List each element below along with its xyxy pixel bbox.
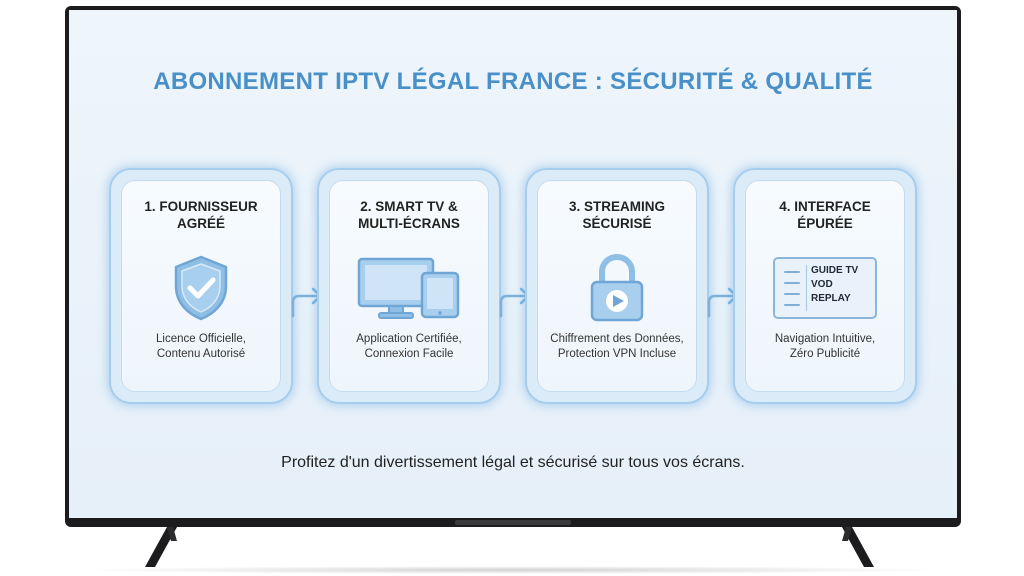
tv-stand-leg-right (842, 527, 874, 567)
guide-label-guide-tv: GUIDE TV (811, 265, 859, 276)
tv-guide-panel: GUIDE TV VOD REPLAY (773, 257, 877, 319)
step-3-title-line1: 3. STREAMING (568, 199, 665, 214)
step-4-title: 4. INTERFACE ÉPURÉE (735, 198, 915, 232)
tv-frame: ABONNEMENT IPTV LÉGAL FRANCE : SÉCURITÉ … (65, 6, 961, 527)
step-2-title-line1: 2. SMART TV & (360, 199, 458, 214)
lock-play-icon (527, 252, 707, 324)
guide-label-replay: REPLAY (811, 293, 851, 304)
step-3-desc-line2: Protection VPN Incluse (557, 348, 677, 360)
step-3-desc-line1: Chiffrement des Données, (550, 333, 684, 345)
step-4-title-line2: ÉPURÉE (797, 216, 853, 231)
step-2-description: Application Certifiée, Connexion Facile (319, 332, 499, 362)
step-3-title-line2: SÉCURISÉ (582, 216, 652, 231)
tagline: Profitez d'un divertissement légal et sé… (281, 454, 745, 471)
step-1-description: Licence Officielle, Contenu Autorisé (111, 332, 291, 362)
step-card-2: 2. SMART TV & MULTI-ÉCRANS Application C… (317, 168, 501, 404)
step-1-title-line1: 1. FOURNISSEUR (144, 199, 258, 214)
step-card-3: 3. STREAMING SÉCURISÉ Chiffrement des Do… (525, 168, 709, 404)
tv-shadow (75, 566, 951, 574)
guide-labels: GUIDE TV VOD REPLAY (811, 264, 858, 306)
step-2-title: 2. SMART TV & MULTI-ÉCRANS (319, 198, 499, 232)
step-card-1: 1. FOURNISSEUR AGRÉÉ Licence Officielle,… (109, 168, 293, 404)
monitor-tablet-icon (319, 252, 499, 324)
shield-check-icon (111, 252, 291, 324)
step-4-desc-line1: Navigation Intuitive, (774, 333, 876, 345)
step-3-description: Chiffrement des Données, Protection VPN … (527, 332, 707, 362)
step-4-description: Navigation Intuitive, Zéro Publicité (735, 332, 915, 362)
tv-bottom-bezel (455, 520, 571, 525)
step-3-title: 3. STREAMING SÉCURISÉ (527, 198, 707, 232)
step-2-title-line2: MULTI-ÉCRANS (358, 216, 460, 231)
step-4-desc-line2: Zéro Publicité (789, 348, 861, 360)
infographic-title: ABONNEMENT IPTV LÉGAL FRANCE : SÉCURITÉ … (153, 68, 873, 95)
step-4-title-line1: 4. INTERFACE (779, 199, 871, 214)
tv-guide-icon: GUIDE TV VOD REPLAY (735, 252, 915, 324)
menu-bars-icon (784, 271, 800, 315)
step-2-desc-line2: Connexion Facile (364, 348, 454, 360)
step-card-4: 4. INTERFACE ÉPURÉE GUIDE TV VOD REPLAY … (733, 168, 917, 404)
step-1-title: 1. FOURNISSEUR AGRÉÉ (111, 198, 291, 232)
guide-separator (806, 265, 807, 311)
step-1-desc-line1: Licence Officielle, (156, 333, 246, 345)
step-1-desc-line2: Contenu Autorisé (156, 348, 246, 360)
tv-stand-leg-left (145, 527, 177, 567)
step-2-desc-line1: Application Certifiée, (356, 333, 462, 345)
guide-label-vod: VOD (811, 279, 833, 290)
step-1-title-line2: AGRÉÉ (176, 216, 225, 231)
tv-screen: ABONNEMENT IPTV LÉGAL FRANCE : SÉCURITÉ … (69, 10, 957, 518)
